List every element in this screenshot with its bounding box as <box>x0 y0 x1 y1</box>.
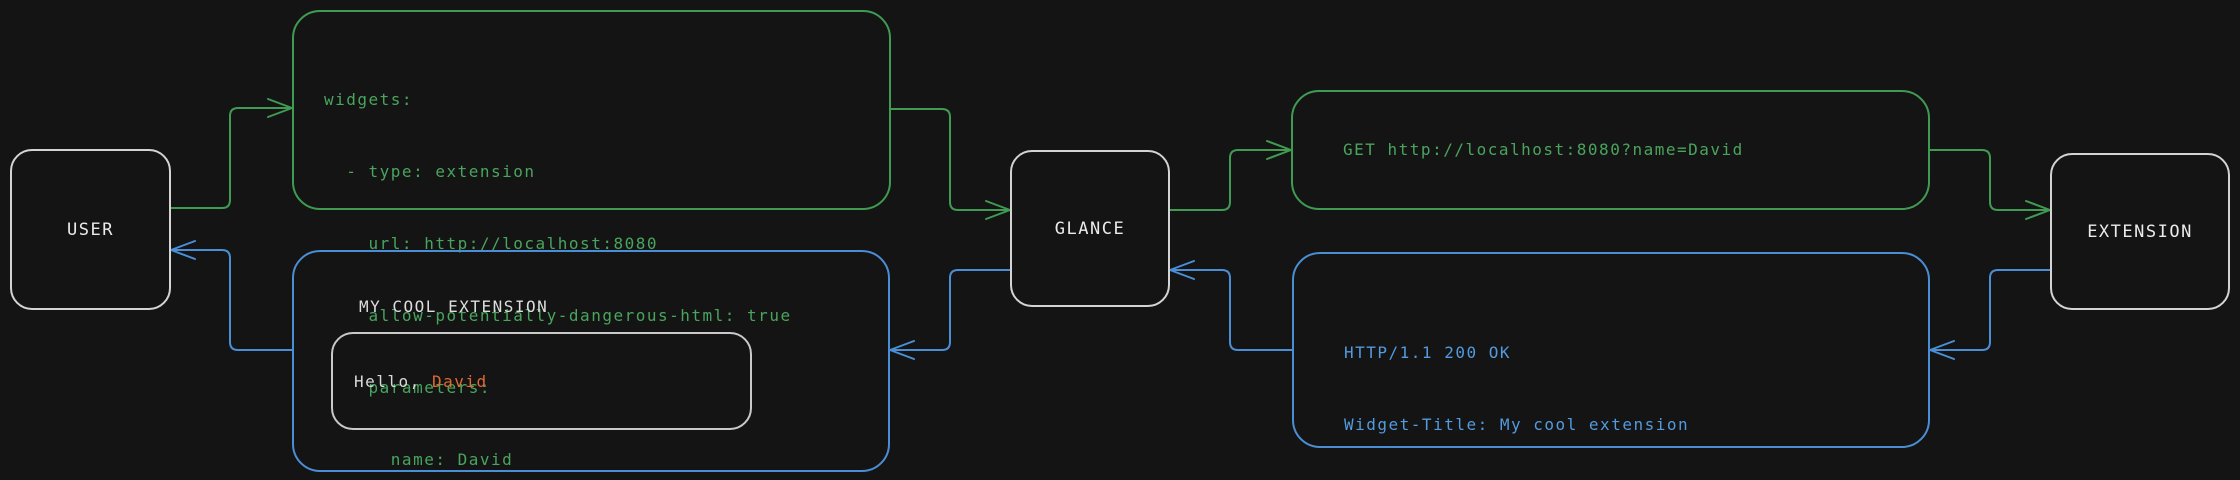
config-yaml-line: - type: extension <box>324 162 536 181</box>
config-yaml-line: allow-potentially-dangerous-html: true <box>324 306 792 325</box>
http-response-line: Widget-Title: My cool extension <box>1344 415 1690 434</box>
widget-hello-name: David <box>431 371 488 391</box>
http-response-box: HTTP/1.1 200 OK Widget-Title: My cool ex… <box>1292 252 1930 448</box>
node-user-label: USER <box>67 219 114 240</box>
node-glance-label: GLANCE <box>1054 218 1126 239</box>
arrow-glance-to-request <box>1169 140 1292 211</box>
config-yaml-line: name: David <box>324 450 514 469</box>
http-request-box: GET http://localhost:8080?name=David <box>1291 90 1930 210</box>
config-yaml-line: parameters: <box>324 378 491 397</box>
widget-hello-text: Hello, <box>354 371 432 391</box>
config-yaml-line: url: http://localhost:8080 <box>324 234 658 253</box>
config-yaml-line: widgets: <box>324 90 414 109</box>
arrow-extension-to-response <box>1929 269 2051 360</box>
config-yaml-box: widgets: - type: extension url: http://l… <box>292 10 891 469</box>
node-extension: EXTENSION <box>2050 153 2230 310</box>
arrow-glance-to-widget <box>889 269 1011 360</box>
widget-preview-box: MY COOL EXTENSION Hello, David <box>292 250 890 472</box>
http-request-line: GET http://localhost:8080?name=David <box>1343 140 1744 159</box>
arrow-config-to-glance <box>890 108 1011 220</box>
node-glance: GLANCE <box>1010 150 1170 307</box>
http-response-line: HTTP/1.1 200 OK <box>1344 343 1511 362</box>
arrow-widget-to-user <box>170 240 293 351</box>
widget-rendered-output: Hello, David <box>331 332 752 430</box>
arrow-user-to-config <box>170 98 293 209</box>
arrow-request-to-extension <box>1929 149 2051 220</box>
widget-title: MY COOL EXTENSION <box>359 297 549 316</box>
node-extension-label: EXTENSION <box>2087 221 2193 242</box>
node-user: USER <box>10 149 171 310</box>
arrow-response-to-glance <box>1169 260 1293 351</box>
